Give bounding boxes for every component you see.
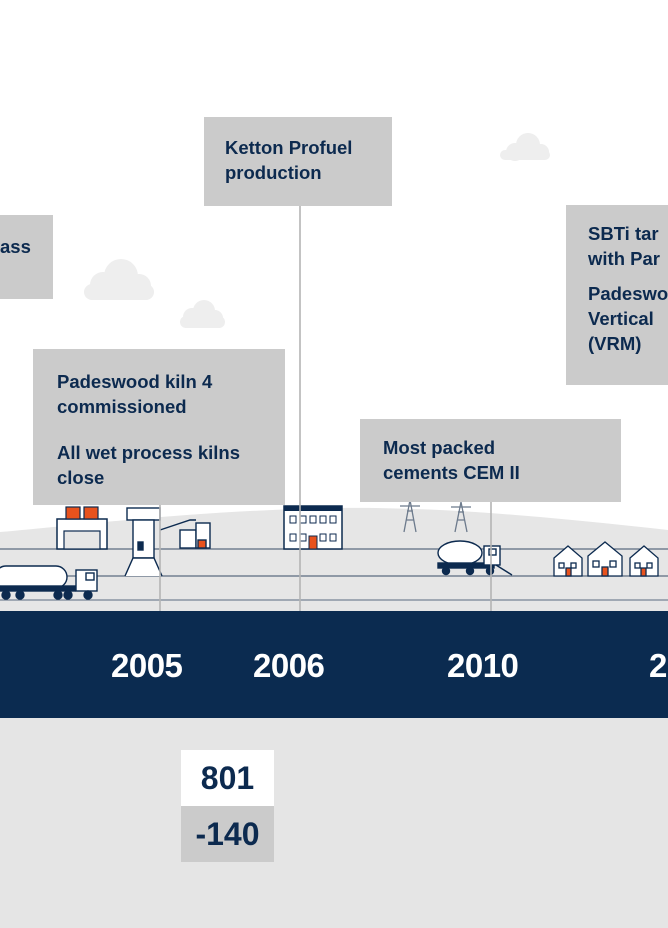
callout-line: Ketton Profuel	[225, 137, 353, 158]
callout-line: close	[57, 467, 105, 488]
callout-ketton-profuel: Ketton Profuel production	[204, 117, 392, 206]
factory-icon	[56, 506, 108, 550]
cloud-icon	[500, 133, 550, 161]
callout-padeswood-kiln: Padeswood kiln 4 commissioned All wet pr…	[33, 349, 285, 505]
callout-line: Vertical	[588, 308, 654, 329]
house-icon	[629, 545, 659, 577]
stats-area	[0, 718, 668, 928]
office-building-icon	[283, 505, 343, 550]
stat-value-bottom: -140	[181, 806, 274, 862]
callout-line: SBTi tar	[588, 223, 659, 244]
house-icon	[553, 545, 583, 577]
callout-line: Most packed	[383, 437, 496, 458]
connector-lines	[159, 206, 492, 611]
callout-sbti: SBTi tar with Par Padeswo Vertical (VRM)	[566, 205, 668, 385]
stat-value-top: 801	[181, 750, 274, 806]
callout-line: commissioned	[57, 396, 187, 417]
timeline-band	[0, 611, 668, 718]
callout-line: Padeswo	[588, 283, 668, 304]
callout-line: with Par	[588, 248, 660, 269]
year-label: 2010	[447, 647, 519, 684]
callout-line: cements CEM II	[383, 462, 520, 483]
house-icon	[587, 541, 623, 577]
callout-line: All wet process kilns	[57, 442, 241, 463]
cement-mixer-truck-icon	[437, 540, 513, 576]
cloud-icon	[180, 300, 225, 328]
tanker-truck-icon	[0, 565, 98, 600]
callout-text: ass	[0, 236, 31, 257]
callout-packed-cements: Most packed cements CEM II	[360, 419, 621, 502]
callout-line: production	[225, 162, 322, 183]
year-label: 2	[649, 647, 667, 684]
kiln-tower-icon	[124, 507, 211, 577]
year-label: 2006	[253, 647, 325, 684]
callout-partial-left: ass	[0, 215, 53, 299]
callout-line: (VRM)	[588, 333, 642, 354]
callout-line: Padeswood kiln 4	[57, 371, 213, 392]
year-label: 2005	[111, 647, 183, 684]
cloud-icon	[84, 259, 154, 300]
